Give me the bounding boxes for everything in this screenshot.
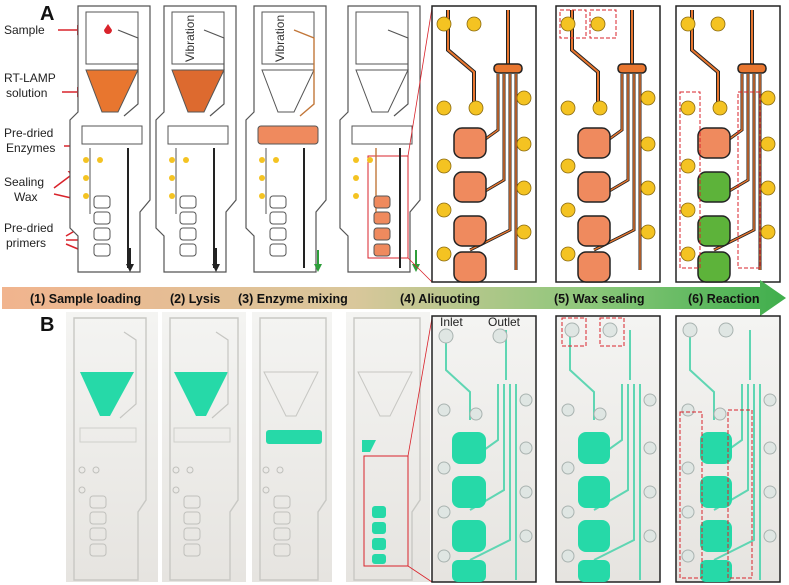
photo-chip-1 (66, 312, 158, 582)
label-wax-1: Sealing (4, 175, 44, 189)
panel-label-b: B (40, 314, 54, 336)
zoom-panel-3 (675, 5, 781, 283)
photo-chip-4 (346, 312, 433, 583)
vibration-label-2: Vibration (273, 15, 287, 62)
label-primers-2: primers (6, 236, 46, 250)
chip-schematic-2 (155, 5, 237, 273)
vibration-label-1: Vibration (183, 15, 197, 62)
zoom-panel-2 (555, 5, 661, 283)
panel-label-a: A (40, 3, 54, 25)
label-enzymes-2: Enzymes (6, 141, 55, 155)
photo-chip-3 (252, 312, 332, 582)
chip-schematic-1 (69, 5, 151, 273)
step-label-6: (6) Reaction (688, 292, 760, 306)
outlet-label: Outlet (488, 315, 521, 329)
label-wax-2: Wax (14, 190, 38, 204)
inlet-label: Inlet (440, 315, 463, 329)
photo-chip-2 (162, 312, 246, 582)
label-sample: Sample (4, 23, 45, 37)
chip-schematic-4 (339, 5, 433, 283)
step-label-2: (2) Lysis (170, 292, 220, 306)
photo-zoom-3 (675, 315, 781, 583)
photo-zoom-1 (431, 315, 537, 583)
photo-zoom-2 (555, 315, 661, 583)
chip-schematic-3 (245, 5, 327, 273)
label-rt-lamp-1: RT-LAMP (4, 71, 56, 85)
step-label-4: (4) Aliquoting (400, 292, 480, 306)
process-arrow (2, 280, 786, 316)
step-label-1: (1) Sample loading (30, 292, 141, 306)
step-label-5: (5) Wax sealing (554, 292, 645, 306)
label-enzymes-1: Pre-dried (4, 126, 53, 140)
label-rt-lamp-2: solution (6, 86, 47, 100)
label-primers-1: Pre-dried (4, 221, 53, 235)
step-label-3: (3) Enzyme mixing (238, 292, 348, 306)
zoom-panel-1 (431, 5, 537, 283)
